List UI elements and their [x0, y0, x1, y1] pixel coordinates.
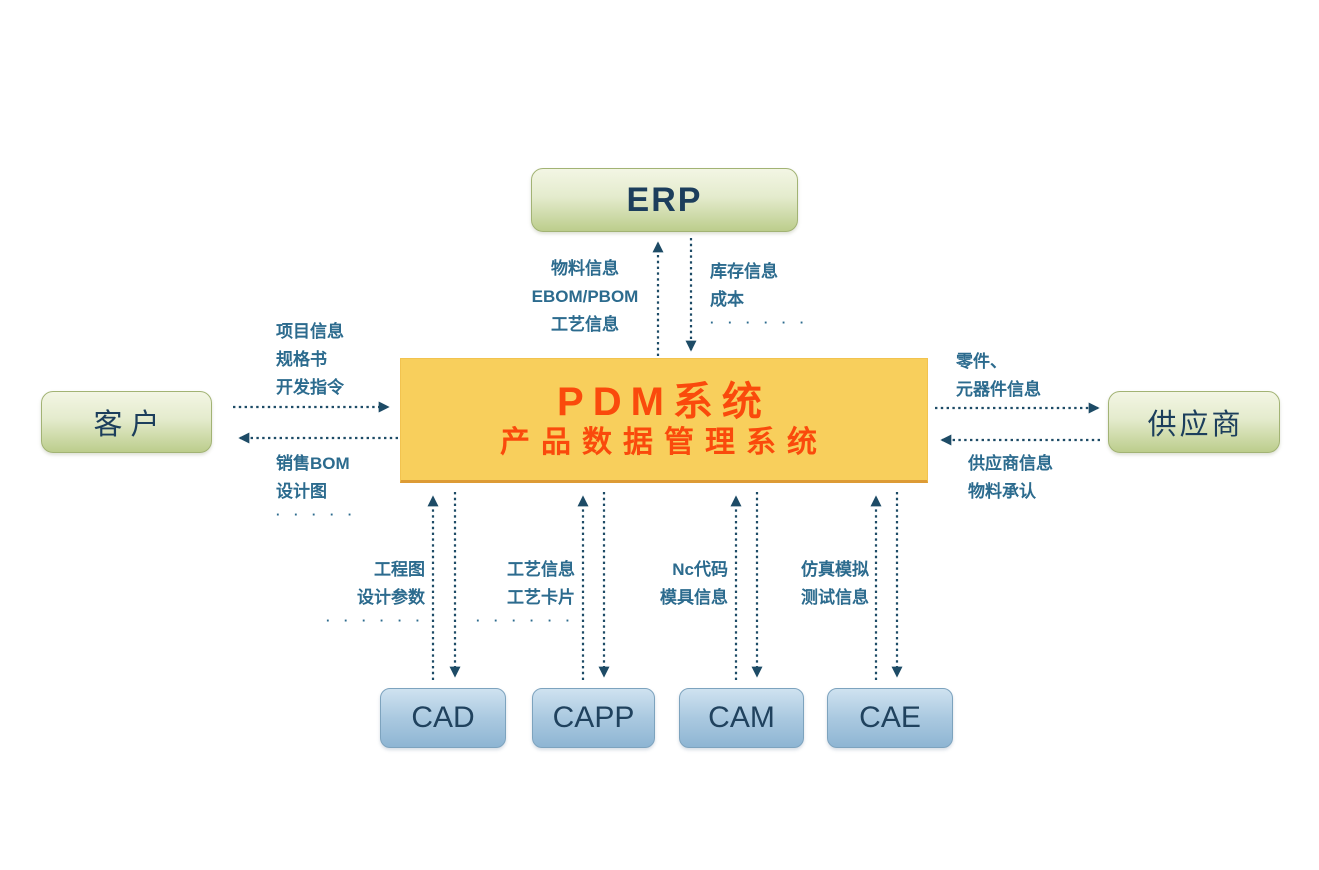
edge-label-pdm-capp: 工艺信息 工艺卡片 · · · · · · — [475, 560, 575, 628]
edge-label-pdm-cad: 工程图 设计参数 · · · · · · — [325, 560, 425, 628]
node-pdm: PDM系统 产品数据管理系统 — [400, 358, 928, 483]
node-customer: 客户 — [41, 391, 212, 453]
pdm-title: PDM系统 — [557, 379, 771, 424]
capp-label: CAPP — [552, 701, 635, 734]
erp-label: ERP — [626, 180, 703, 219]
node-cad: CAD — [380, 688, 506, 748]
node-cae: CAE — [827, 688, 953, 748]
ellipsis-dots: · · · · · · — [475, 613, 575, 628]
ellipsis-dots: · · · · · · — [710, 315, 810, 330]
edge-label-pdm-to-supplier: 零件、 元器件信息 — [956, 352, 1041, 399]
edge-label-pdm-cae: 仿真模拟 测试信息 — [801, 560, 869, 607]
node-capp: CAPP — [532, 688, 655, 748]
node-supplier: 供应商 — [1108, 391, 1280, 453]
cad-label: CAD — [411, 701, 475, 734]
customer-label: 客户 — [93, 409, 168, 441]
edge-label-pdm-to-erp: 物料信息 EBOM/PBOM 工艺信息 — [531, 259, 639, 334]
pdm-subtitle: 产品数据管理系统 — [500, 425, 828, 459]
node-cam: CAM — [679, 688, 804, 748]
node-erp: ERP — [531, 168, 798, 232]
edge-label-customer-to-pdm: 项目信息 规格书 开发指令 — [276, 322, 344, 397]
cae-label: CAE — [859, 701, 921, 734]
edge-label-pdm-cam: Nc代码 模具信息 — [660, 560, 728, 607]
edge-label-erp-to-pdm: 库存信息 成本 · · · · · · — [710, 262, 810, 330]
ellipsis-dots: · · · · · · — [325, 613, 425, 628]
supplier-label: 供应商 — [1147, 409, 1244, 441]
edge-label-pdm-to-customer: 销售BOM 设计图 · · · · · — [276, 454, 358, 522]
edge-label-supplier-to-pdm: 供应商信息 物料承认 — [968, 454, 1053, 501]
cam-label: CAM — [708, 701, 775, 734]
ellipsis-dots: · · · · · — [276, 507, 358, 522]
